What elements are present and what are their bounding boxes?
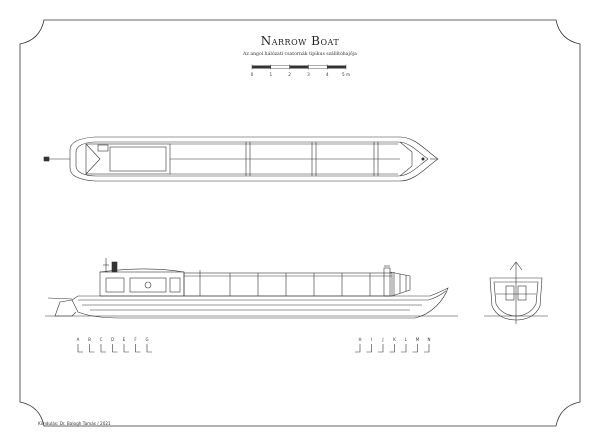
section-marker <box>146 344 152 353</box>
plan-view <box>43 136 439 182</box>
section-marker <box>412 344 418 353</box>
section-marker <box>123 344 129 353</box>
section-label: M <box>416 337 420 342</box>
section-label: L <box>405 337 408 342</box>
bow-section-markers: A B C D E F G <box>77 337 152 353</box>
front-view <box>484 261 548 324</box>
scale-tick-label: 1 <box>269 72 272 77</box>
section-marker <box>378 344 384 353</box>
section-label: H <box>358 337 361 342</box>
section-label: F <box>134 337 137 342</box>
side-elevation <box>45 258 458 319</box>
plan-cabin <box>85 143 171 175</box>
side-cabin <box>99 271 185 297</box>
section-label: A <box>77 337 80 342</box>
section-marker <box>401 344 407 353</box>
section-label: J <box>381 337 383 342</box>
scale-tick-label: 0 <box>251 72 254 77</box>
section-label: N <box>428 337 431 342</box>
drawing-title: Narrow Boat <box>260 34 340 48</box>
section-marker <box>355 344 361 353</box>
cargo-cover <box>183 272 393 297</box>
section-label: C <box>100 337 103 342</box>
scale-tick-label: 2 <box>288 72 291 77</box>
stern-section-markers: H I J K L M N <box>355 337 431 353</box>
plan-hull-outline <box>69 136 439 182</box>
section-marker <box>77 344 83 353</box>
rudder <box>54 299 77 317</box>
scale-tick-label: 5 m <box>342 72 350 77</box>
section-label: I <box>371 337 372 342</box>
plan-gunwale <box>75 141 429 177</box>
scale-tick-label: 3 <box>307 72 310 77</box>
section-marker <box>89 344 95 353</box>
section-label: D <box>111 337 114 342</box>
drawing-frame <box>19 19 581 427</box>
section-label: E <box>123 337 126 342</box>
section-marker <box>366 344 372 353</box>
section-label: G <box>145 337 148 342</box>
drawing-credit: Kiindulás: Dr. Balogh Tamás / 2021 <box>38 421 111 426</box>
section-label: K <box>393 337 396 342</box>
scale-tick-label: 4 <box>326 72 329 77</box>
section-marker <box>112 344 118 353</box>
chimney <box>111 261 118 273</box>
section-marker <box>389 344 395 353</box>
section-marker <box>135 344 141 353</box>
side-hull <box>71 287 449 319</box>
front-hull <box>489 277 543 321</box>
drawing-subtitle: Az angol hálózati csatornák tipikus szál… <box>243 52 357 57</box>
section-marker <box>424 344 430 353</box>
scale-bar: 0 1 2 3 4 5 m <box>251 64 350 77</box>
section-marker <box>100 344 106 353</box>
section-label: B <box>88 337 91 342</box>
